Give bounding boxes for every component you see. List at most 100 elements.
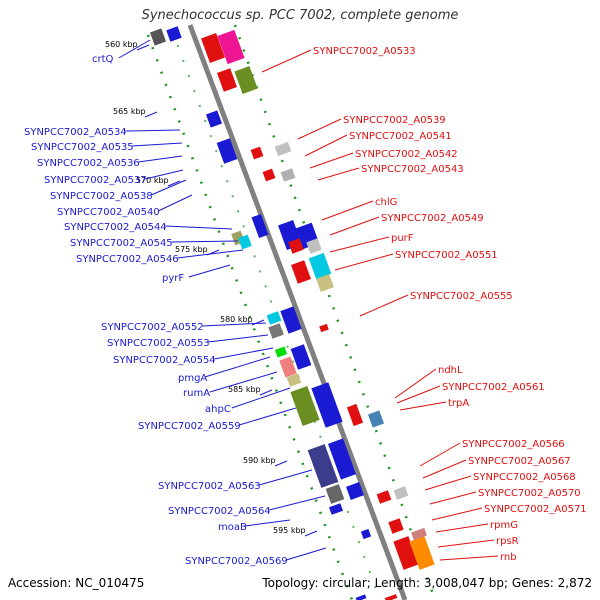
gene-leader-line: [359, 294, 409, 317]
gene-leader-line: [286, 547, 327, 561]
gene-feature: [316, 274, 334, 292]
tick-label: 570 kbp: [136, 176, 169, 185]
inner-ring-left: [146, 34, 354, 600]
gene-leader-line: [439, 555, 499, 561]
gene-leader-line: [209, 371, 278, 393]
gene-leader-line: [202, 322, 267, 327]
tick-leader: [167, 180, 181, 187]
gene-leader-line: [435, 523, 489, 533]
forward-gene-label: SYNPCC7002_A0533: [313, 46, 416, 57]
tick-leader: [259, 389, 273, 396]
gene-leader-line: [259, 469, 313, 486]
forward-gene-label: SYNPCC7002_A0542: [355, 149, 458, 160]
gene-feature: [308, 252, 332, 280]
map-title: Synechococcus sp. PCC 7002, complete gen…: [141, 8, 459, 23]
gene-leader-line: [424, 475, 472, 491]
gene-leader-line: [297, 118, 342, 140]
gene-leader-line: [239, 407, 297, 426]
gene-leader-line: [321, 200, 374, 221]
gene-feature: [266, 311, 282, 325]
reverse-gene-label: SYNPCC7002_A0553: [107, 338, 210, 349]
gene-leader-line: [429, 491, 477, 505]
reverse-gene-label: SYNPCC7002_A0569: [185, 556, 288, 567]
reverse-gene-label: pmgA: [178, 373, 207, 384]
reverse-gene-label: SYNPCC7002_A0552: [101, 322, 204, 333]
reverse-gene-label: SYNPCC7002_A0538: [50, 191, 153, 202]
tick-label: 575 kbp: [175, 245, 208, 254]
gene-leader-line: [157, 194, 193, 212]
gene-feature: [325, 484, 345, 504]
tick-leader: [251, 319, 265, 326]
gene-feature: [367, 410, 385, 428]
tick-leader: [274, 460, 288, 467]
reverse-gene-label: SYNPCC7002_A0546: [76, 254, 179, 265]
genome-backbone: [187, 24, 408, 600]
gene-feature: [201, 33, 225, 63]
gene-leader-line: [396, 385, 441, 404]
gene-leader-line: [151, 179, 187, 196]
gene-leader-line: [419, 442, 461, 467]
tick-label: 590 kbp: [243, 456, 276, 465]
gene-leader-line: [261, 49, 312, 73]
gene-feature: [234, 65, 258, 95]
forward-gene-label: SYNPCC7002_A0571: [484, 504, 587, 515]
reverse-gene-label: SYNPCC7002_A0564: [168, 506, 271, 517]
gene-leader-line: [177, 249, 244, 259]
forward-gene-label: rpsR: [496, 536, 519, 547]
reverse-gene-label: SYNPCC7002_A0536: [37, 158, 140, 169]
gene-leader-line: [244, 519, 291, 527]
gene-feature: [388, 518, 404, 534]
gene-feature: [393, 486, 409, 500]
tick-leader: [304, 530, 318, 537]
gene-leader-line: [329, 236, 390, 253]
reverse-gene-label: SYNPCC7002_A0559: [138, 421, 241, 432]
gene-leader-line: [118, 39, 151, 59]
gene-leader-line: [214, 347, 274, 360]
gene-feature: [205, 110, 223, 128]
reverse-gene-label: SYNPCC7002_A0534: [24, 127, 127, 138]
gene-feature: [274, 141, 292, 157]
gene-feature: [262, 168, 276, 182]
reverse-gene-label: SYNPCC7002_A0544: [64, 222, 167, 233]
tick-label: 595 kbp: [273, 526, 306, 535]
reverse-gene-label: moaB: [218, 522, 247, 533]
gene-feature: [288, 238, 304, 254]
gene-leader-line: [231, 387, 291, 409]
gene-leader-line: [431, 507, 483, 521]
gene-leader-line: [304, 134, 348, 157]
gene-feature: [409, 536, 435, 570]
gene-leader-line: [204, 356, 271, 378]
gene-feature: [360, 528, 372, 540]
gene-feature: [280, 168, 296, 182]
gene-leader-line: [309, 152, 354, 169]
gene-feature: [280, 306, 302, 334]
forward-gene-label: SYNPCC7002_A0555: [410, 291, 513, 302]
forward-gene-label: rnb: [500, 552, 517, 563]
gene-feature: [346, 403, 364, 427]
tick-label: 565 kbp: [113, 107, 146, 116]
gene-leader-line: [125, 129, 181, 132]
tick-leader: [136, 44, 150, 51]
gene-feature: [384, 594, 398, 600]
gene-feature: [307, 444, 339, 488]
accession-text: Accession: NC_010475: [8, 576, 145, 590]
outer-ring-right: [233, 24, 437, 600]
forward-gene-label: SYNPCC7002_A0561: [442, 382, 545, 393]
forward-gene-label: SYNPCC7002_A0539: [343, 115, 446, 126]
gene-feature: [393, 536, 419, 570]
gene-leader-line: [422, 459, 467, 479]
gene-leader-line: [145, 169, 184, 180]
gene-feature: [306, 238, 322, 254]
reverse-gene-label: ahpC: [205, 404, 231, 415]
forward-gene-label: SYNPCC7002_A0568: [473, 472, 576, 483]
gene-leader-line: [329, 216, 380, 236]
gene-leader-line: [394, 368, 437, 399]
gene-leader-line: [171, 240, 239, 243]
gene-feature: [279, 356, 297, 378]
reverse-gene-label: pyrF: [162, 273, 184, 284]
gene-feature: [250, 146, 264, 160]
gene-leader-line: [437, 539, 495, 548]
forward-gene-label: SYNPCC7002_A0549: [381, 213, 484, 224]
